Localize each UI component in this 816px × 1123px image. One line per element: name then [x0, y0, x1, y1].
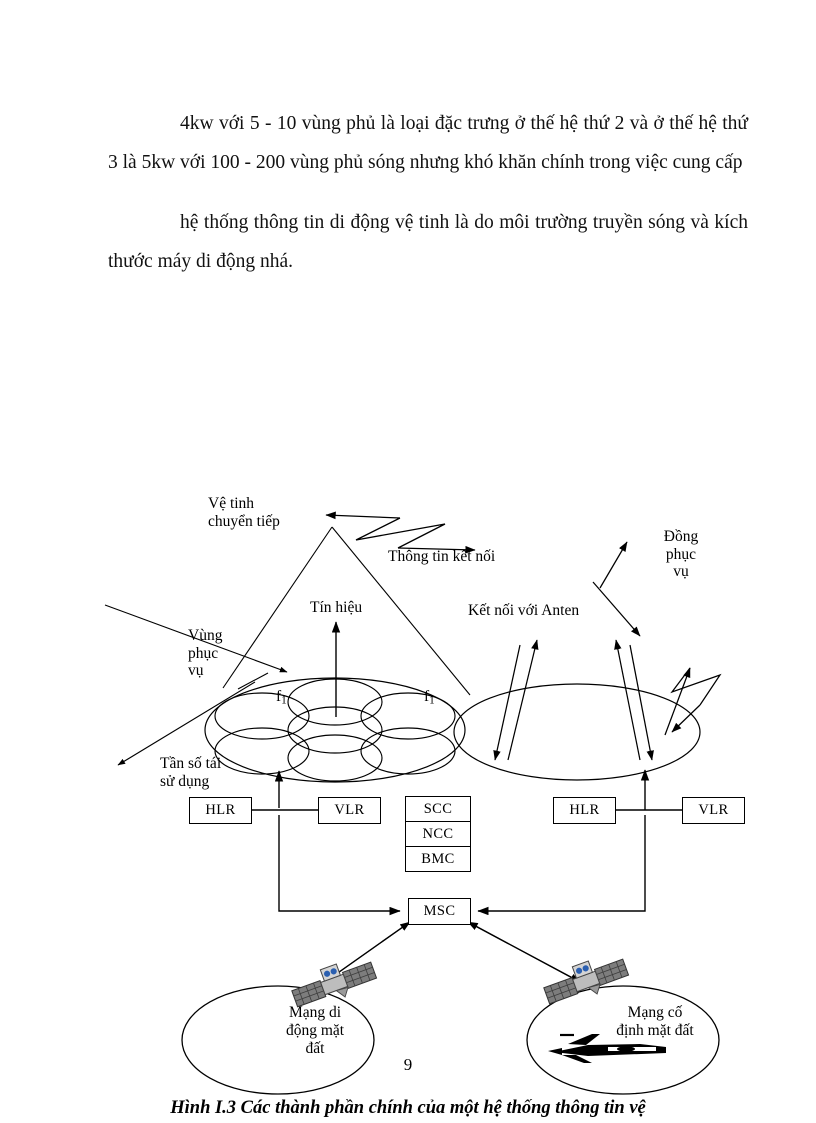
- beam-cone-right-edge: [331, 526, 471, 696]
- fixed-network-ellipse: [526, 985, 720, 1095]
- satellite-icon: [291, 961, 378, 1008]
- box-ncc[interactable]: NCC: [406, 822, 470, 847]
- label-antenna-connection: Kết nối với Anten: [468, 602, 580, 619]
- box-bmc[interactable]: BMC: [421, 850, 455, 867]
- mobile-network-ellipse: [181, 985, 375, 1095]
- figure-I3: Vệ tinh chuyển tiếp Thông tin kết nối Đồ…: [0, 470, 816, 1123]
- satellite-aircraft-link: [592, 541, 641, 637]
- page-number: 9: [403, 1055, 413, 1074]
- ground-station-1-links: [493, 639, 539, 761]
- paragraph-1: 4kw với 5 - 10 vùng phủ là loại đặc trưn…: [108, 113, 748, 173]
- right-bus-to-msc: [477, 815, 646, 916]
- f1-right-sub: 1: [429, 694, 435, 707]
- label-uniform-service: Đồng phục vụ: [663, 528, 699, 580]
- aircraft-ground-link: [664, 667, 722, 736]
- box-vlr-right[interactable]: VLR: [682, 797, 745, 824]
- coverage-area-ellipse-left: [204, 677, 466, 783]
- box-scc[interactable]: SCC: [406, 797, 470, 822]
- label-relay-satellite: Vệ tinh chuyển tiếp: [208, 495, 280, 530]
- aircraft-icon: [548, 1033, 666, 1063]
- box-hlr-left[interactable]: HLR: [189, 797, 252, 824]
- connection-info-lightning: [325, 511, 476, 554]
- figure-caption: Hình I.3 Các thành phần chính của một hệ…: [170, 1098, 646, 1118]
- frequency-reuse-pointer: [117, 681, 256, 766]
- service-area-pointer: [104, 604, 288, 673]
- paragraph-2: hệ thống thông tin di động vệ tinh là do…: [108, 212, 748, 272]
- label-connection-info: Thông tin kết nối: [388, 548, 496, 565]
- label-f1-right: f1: [424, 688, 435, 710]
- f1-right-base: f: [424, 688, 430, 705]
- box-vlr-left[interactable]: VLR: [318, 797, 381, 824]
- coverage-area-ellipse-right: [453, 683, 701, 781]
- box-hlr-right[interactable]: HLR: [553, 797, 616, 824]
- label-fixed-network: Mạng cố định mặt đất: [616, 1004, 694, 1039]
- f1-left-sub: 1: [281, 694, 287, 707]
- left-bus-to-msc: [278, 815, 401, 916]
- label-service-area: Vùng phục vụ: [188, 627, 223, 679]
- ground-station-2-links: [614, 639, 654, 761]
- label-f1-left: f1: [276, 688, 287, 710]
- msc-to-fixed-network: [467, 921, 581, 983]
- beam-cone-left-edge: [222, 526, 333, 689]
- box-msc[interactable]: MSC: [408, 898, 471, 925]
- cell-grid: [214, 678, 456, 782]
- f1-leader-line: [237, 672, 269, 690]
- f1-left-base: f: [276, 688, 282, 705]
- label-signal: Tín hiệu: [310, 599, 363, 616]
- control-centre-stack: SCC NCC BMC: [405, 796, 471, 872]
- satellite-icon: [543, 958, 630, 1005]
- label-frequency-reuse: Tần số tái sử dụng: [160, 755, 222, 790]
- figure-vector-layer: [104, 511, 722, 1095]
- label-mobile-network: Mạng di động mặt đất: [285, 1004, 345, 1057]
